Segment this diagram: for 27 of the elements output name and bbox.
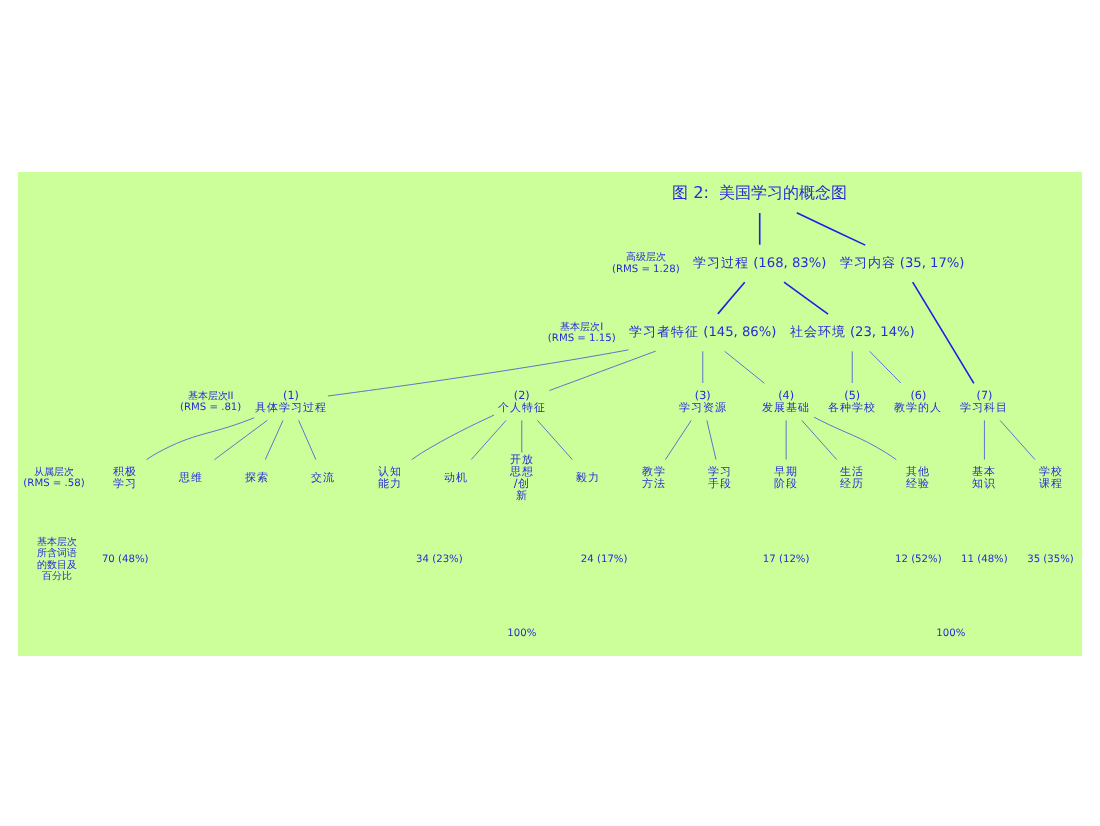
connector [783, 280, 829, 314]
connector [706, 418, 717, 460]
connector [724, 349, 765, 383]
connector [758, 211, 761, 245]
connector [869, 349, 902, 383]
connector [801, 418, 838, 460]
connector [537, 418, 573, 460]
connector [470, 418, 507, 460]
connector [702, 349, 704, 383]
node-text: 图 2: 美国学习的概念图 [672, 181, 848, 202]
connector [717, 280, 746, 314]
connector [851, 349, 853, 383]
connector [813, 415, 897, 460]
connector [665, 418, 692, 460]
connector [911, 280, 975, 384]
connector [999, 418, 1036, 460]
connector [785, 418, 787, 460]
connector [298, 418, 317, 460]
connector [327, 348, 629, 396]
connector [411, 413, 495, 460]
connector [983, 418, 985, 460]
connector [549, 349, 657, 390]
connector [146, 416, 255, 459]
connector [213, 418, 268, 460]
connector [264, 418, 284, 460]
connector [521, 418, 523, 452]
connector [795, 211, 867, 245]
